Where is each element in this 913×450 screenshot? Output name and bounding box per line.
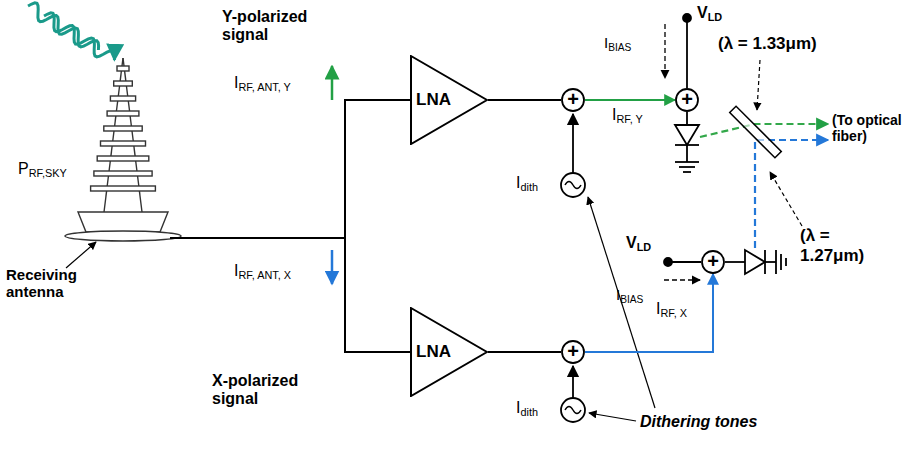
feed-wires [170, 100, 410, 352]
bottom-laser-circuit [664, 250, 786, 280]
top-laser-circuit [665, 14, 699, 172]
circle-outline [676, 89, 698, 111]
callout-label: Dithering tones [640, 413, 757, 431]
signal-wire [488, 99, 561, 101]
antenna-element [101, 141, 146, 146]
signal-name: Idith [516, 399, 538, 418]
dichroic-mirror [730, 106, 782, 158]
current-label: IBIAS [604, 34, 631, 53]
plus-sign: + [567, 341, 579, 361]
wavelength-label: (λ = 1.33μm) [718, 34, 817, 54]
wire [345, 238, 410, 352]
current-label: IRF, Y [612, 106, 643, 125]
antenna-element [114, 81, 133, 86]
signal-wire [585, 99, 675, 101]
leader-line [66, 242, 96, 268]
polarization-label: X-polarized signal [212, 372, 324, 409]
signal-name: Idith [516, 174, 538, 193]
antenna-element [94, 171, 152, 176]
circle-outline [562, 341, 584, 363]
triangle-outline [411, 308, 487, 396]
signal-arrow [331, 250, 334, 284]
leader-line [589, 413, 636, 421]
current-label: IRF, ANT, Y [234, 74, 291, 93]
current-label: IBIAS [616, 286, 643, 305]
output-label: (To optical fiber) [832, 112, 910, 144]
leader-line [770, 172, 802, 226]
summing-junction: + [675, 88, 699, 112]
summing-junction: + [701, 250, 725, 274]
dither-source [561, 366, 585, 422]
antenna-element [117, 66, 129, 71]
current-label: IRF, ANT, X [234, 262, 291, 281]
circle-outline [702, 251, 724, 273]
antenna-element [110, 96, 135, 101]
wave [28, 3, 99, 50]
circle-outline [562, 89, 584, 111]
signal-wire [488, 351, 561, 353]
summing-junction: + [561, 340, 585, 364]
incoming-waves [28, 3, 115, 60]
wire [170, 100, 410, 238]
antenna-illustration [65, 58, 181, 241]
antenna-base [65, 231, 181, 241]
callout-label: Receiving antenna [6, 266, 106, 301]
signal-arrow [331, 66, 334, 100]
amplifier-triangle: LNA [410, 307, 488, 397]
leader-line [757, 60, 760, 110]
antenna-reflector [78, 212, 168, 232]
connector-layer [488, 100, 713, 352]
current-label: IRF, X [656, 300, 687, 319]
amplifier-label: LNA [416, 342, 451, 362]
leader-line [588, 197, 655, 408]
antenna-element [107, 111, 139, 116]
amplifier-triangle: LNA [410, 55, 488, 145]
wave [44, 13, 115, 60]
summing-junction: + [561, 88, 585, 112]
amplifier-label: LNA [416, 90, 451, 110]
signal-wire [585, 274, 713, 352]
wavelength-label: (λ = 1.27μm) [800, 226, 880, 265]
triangle-outline [411, 56, 487, 144]
supply-label: VLD [697, 4, 722, 23]
plus-sign: + [681, 89, 693, 109]
polarization-label: Y-polarized signal [222, 8, 334, 45]
plus-sign: + [567, 89, 579, 109]
antenna-element [91, 186, 156, 191]
supply-label: VLD [626, 234, 651, 253]
plus-sign: + [707, 251, 719, 271]
power-label: PRF,SKY [18, 160, 67, 179]
antenna-element [104, 126, 142, 131]
antenna-element [97, 156, 149, 161]
dither-source [561, 114, 585, 197]
